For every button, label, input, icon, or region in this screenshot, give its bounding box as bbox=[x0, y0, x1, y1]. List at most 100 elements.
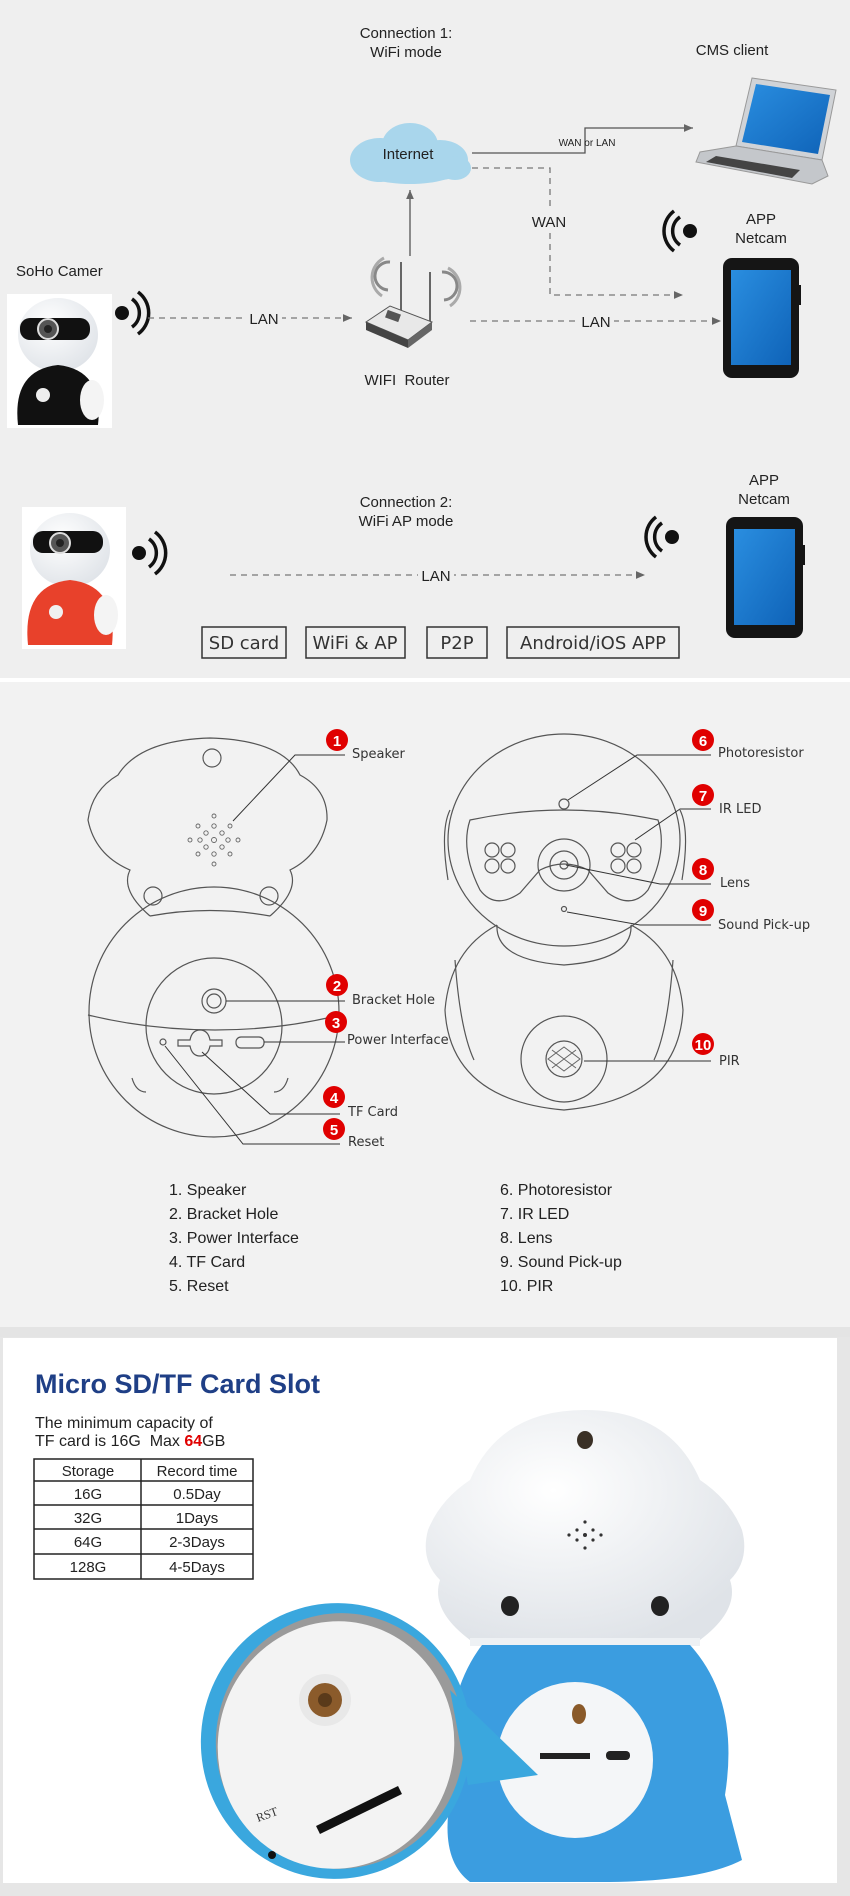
wan-or-lan-label: WAN or LAN bbox=[559, 138, 616, 149]
feature-tag-box bbox=[201, 626, 287, 659]
callout-number: 8 bbox=[699, 862, 707, 879]
connection2-title: Connection 2: bbox=[360, 494, 453, 511]
legend-item: 2. Bracket Hole bbox=[169, 1206, 278, 1223]
connection1-title: Connection 1: bbox=[360, 25, 453, 42]
callout-number: 4 bbox=[330, 1090, 339, 1107]
callout-number: 9 bbox=[699, 903, 707, 920]
table-header-record-time: Record time bbox=[157, 1463, 238, 1480]
camera-signal-icon bbox=[115, 290, 151, 336]
feature-tag-box bbox=[426, 626, 488, 659]
legend-item: 9. Sound Pick-up bbox=[500, 1254, 622, 1271]
legend-item: 1. Speaker bbox=[169, 1182, 247, 1199]
lan-label-3: LAN bbox=[421, 568, 450, 585]
legend-item: 8. Lens bbox=[500, 1230, 552, 1247]
table-cell: 2-3Days bbox=[169, 1534, 225, 1551]
feature-tag-app: Android/iOS APP bbox=[520, 633, 666, 654]
callout-number: 7 bbox=[699, 788, 707, 805]
wan-link bbox=[472, 167, 683, 299]
internet-label: Internet bbox=[383, 146, 435, 163]
capacity-line-1: The minimum capacity of bbox=[35, 1415, 213, 1432]
legend-item: 4. TF Card bbox=[169, 1254, 245, 1271]
feature-tag-wifi-ap: WiFi & AP bbox=[312, 633, 397, 654]
table-cell: 32G bbox=[74, 1510, 102, 1527]
cms-client-label: CMS client bbox=[696, 42, 769, 59]
sd-card-section: Micro SD/TF Card Slot The minimum capaci… bbox=[0, 1337, 850, 1896]
legend-item: 10. PIR bbox=[500, 1278, 553, 1295]
callout-label: IR LED bbox=[719, 802, 761, 817]
legend-item: 7. IR LED bbox=[500, 1206, 569, 1223]
camera-red-image bbox=[22, 507, 126, 649]
speaker-holes-icon bbox=[567, 1520, 603, 1550]
lan-label-2: LAN bbox=[581, 314, 610, 331]
lan-label-1: LAN bbox=[249, 311, 278, 328]
callout-label: Power Interface bbox=[347, 1033, 449, 1048]
table-cell: 16G bbox=[74, 1486, 102, 1503]
wan-or-lan-link bbox=[472, 124, 693, 154]
capacity-prefix: TF card is 16G Max bbox=[35, 1433, 184, 1450]
callout-number: 3 bbox=[332, 1015, 340, 1032]
callout-label: TF Card bbox=[347, 1105, 398, 1120]
callout-label: PIR bbox=[719, 1054, 740, 1069]
callout-number: 5 bbox=[330, 1122, 338, 1139]
capacity-max-value: 64 bbox=[184, 1433, 202, 1450]
laptop-icon bbox=[695, 77, 837, 185]
callout-label: Reset bbox=[348, 1135, 384, 1150]
callout-label: Photoresistor bbox=[718, 746, 804, 761]
callout-number: 1 bbox=[333, 733, 341, 750]
callout-label: Speaker bbox=[352, 747, 406, 762]
callout-number: 2 bbox=[333, 978, 341, 995]
legend-item: 6. Photoresistor bbox=[500, 1182, 613, 1199]
camera-product-image: RST bbox=[200, 1410, 745, 1882]
capacity-line-2: TF card is 16G Max 64GB bbox=[35, 1433, 225, 1450]
callout-number: 10 bbox=[695, 1037, 712, 1054]
app-label-2: APP bbox=[749, 472, 779, 489]
netcam-label: Netcam bbox=[735, 230, 787, 247]
legend-item: 3. Power Interface bbox=[169, 1230, 299, 1247]
callout-4: 4 TF Card bbox=[323, 1086, 398, 1120]
callout-label: Sound Pick-up bbox=[718, 918, 810, 933]
callout-7: 7 IR LED bbox=[692, 784, 761, 817]
connection2-subtitle: WiFi AP mode bbox=[359, 513, 454, 530]
wifi-signal-icon bbox=[662, 209, 697, 253]
app-label: APP bbox=[746, 211, 776, 228]
connection1-subtitle: WiFi mode bbox=[370, 44, 442, 61]
callout-label: Lens bbox=[720, 876, 750, 891]
table-cell: 0.5Day bbox=[173, 1486, 221, 1503]
wan-label: WAN bbox=[532, 214, 566, 231]
network-section: Connection 1: WiFi mode CMS client Inter… bbox=[0, 0, 850, 682]
table-cell: 4-5Days bbox=[169, 1559, 225, 1576]
table-cell: 1Days bbox=[176, 1510, 219, 1527]
router-label: WIFI Router bbox=[364, 372, 449, 389]
legend-item: 5. Reset bbox=[169, 1278, 229, 1295]
feature-tag-sd-card: SD card bbox=[209, 633, 279, 654]
camera-back-drawing bbox=[87, 737, 341, 1138]
smartphone-icon bbox=[723, 258, 801, 378]
table-cell: 128G bbox=[70, 1559, 107, 1576]
callout-number: 6 bbox=[699, 733, 707, 750]
wifi-router-icon bbox=[364, 190, 462, 348]
wifi-signal-icon-2 bbox=[644, 515, 679, 559]
table-cell: 64G bbox=[74, 1534, 102, 1551]
capacity-unit: GB bbox=[202, 1433, 225, 1450]
feature-tag-p2p: P2P bbox=[440, 633, 473, 654]
leader-lines bbox=[164, 754, 711, 1145]
sd-section-title: Micro SD/TF Card Slot bbox=[35, 1369, 320, 1399]
speaker-holes-icon bbox=[187, 813, 241, 867]
internet-cloud-icon bbox=[350, 123, 471, 184]
camera-signal-icon-2 bbox=[132, 530, 168, 576]
feature-tags: SD card WiFi & AP P2P Android/iOS APP bbox=[201, 626, 680, 659]
storage-table: Storage Record time 16G 0.5Day 32G 1Days… bbox=[33, 1458, 254, 1580]
camera-label: SoHo Camer bbox=[16, 263, 103, 280]
smartphone-icon-2 bbox=[726, 517, 805, 638]
netcam-label-2: Netcam bbox=[738, 491, 790, 508]
feature-tag-box bbox=[506, 626, 680, 659]
